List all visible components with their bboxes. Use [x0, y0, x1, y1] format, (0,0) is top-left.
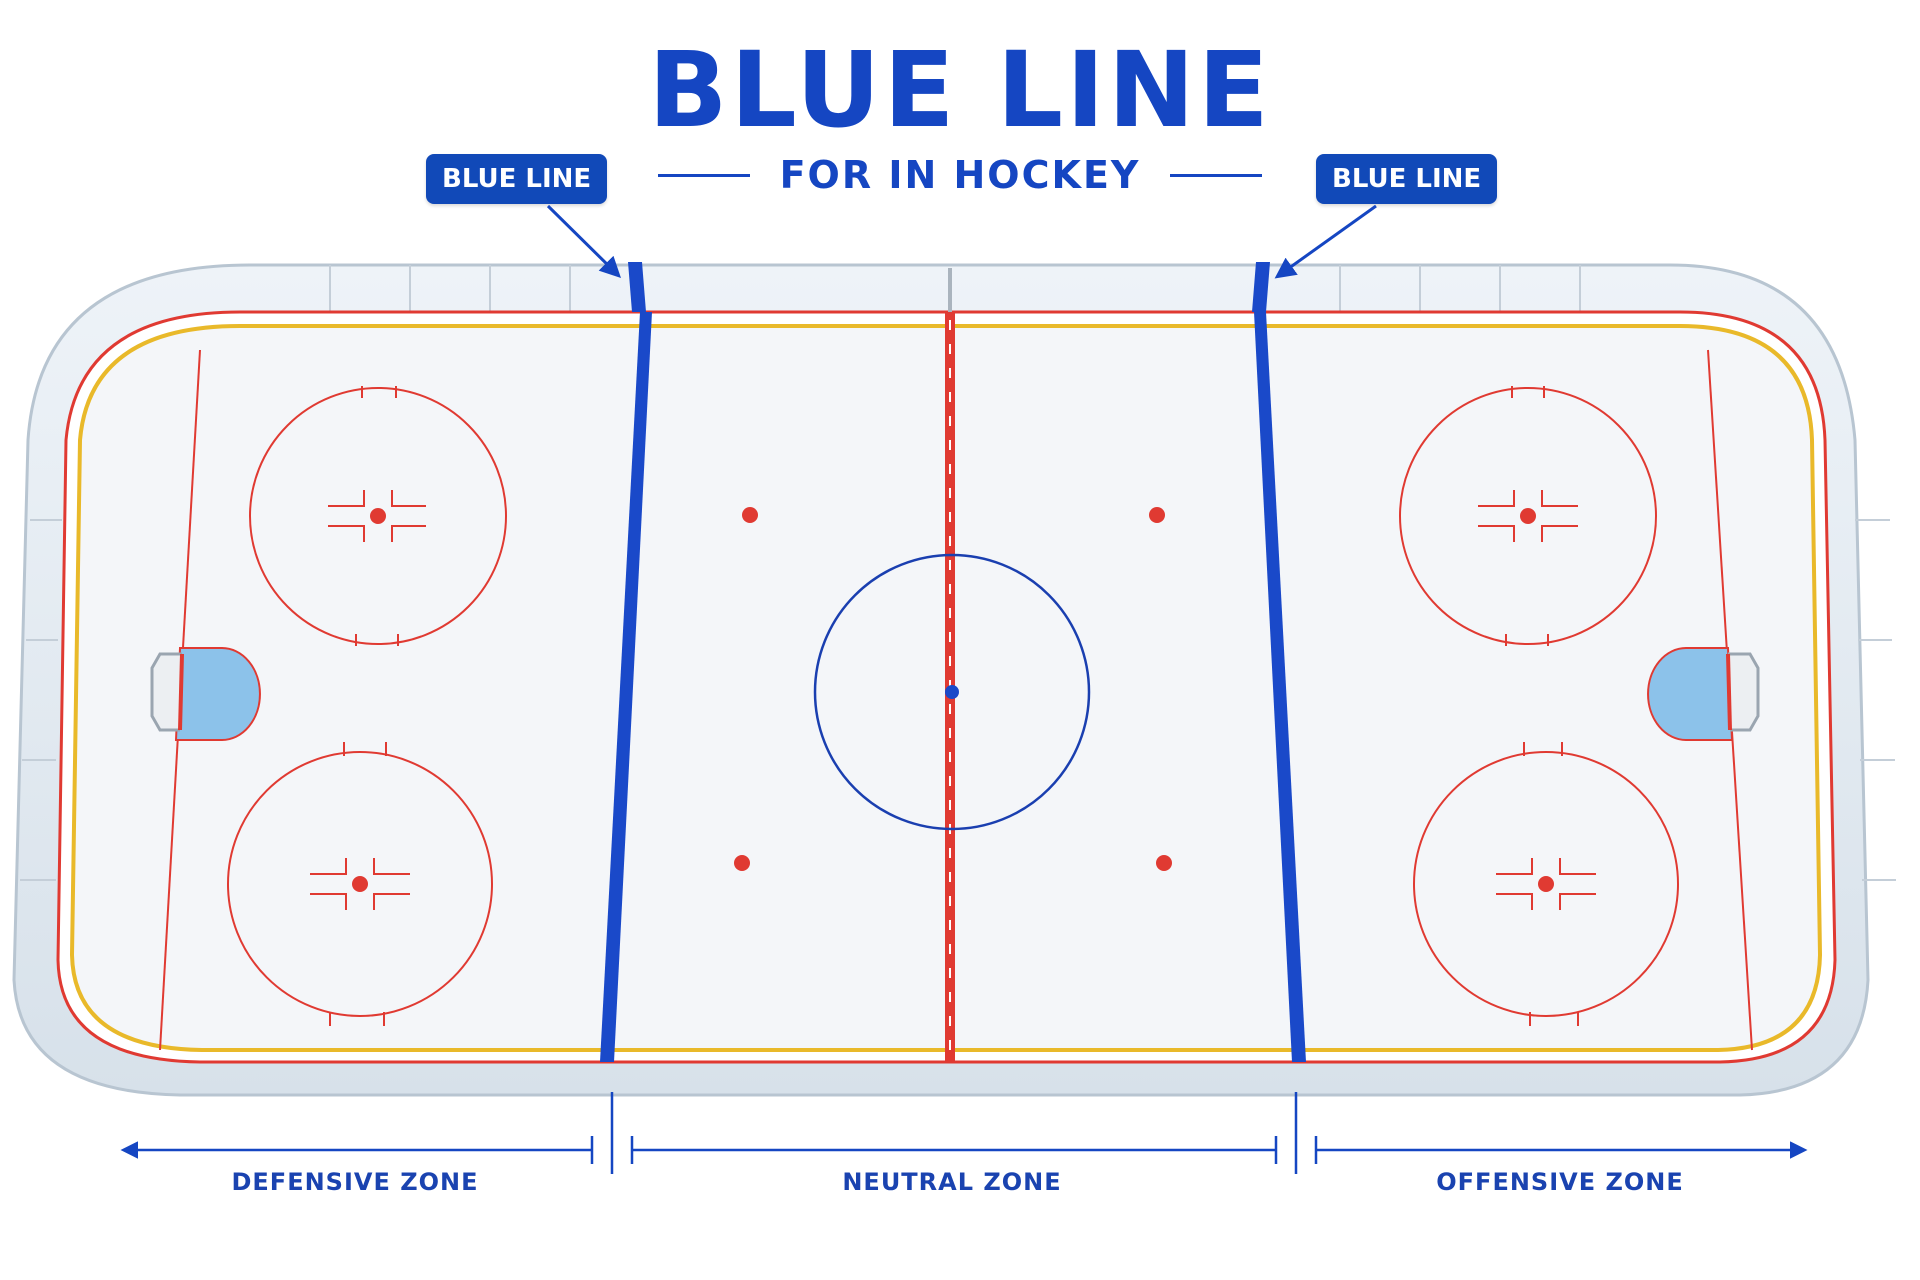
neutral-faceoff-dot: [734, 855, 750, 871]
zone-label-neutral: NEUTRAL ZONE: [842, 1168, 1062, 1196]
neutral-faceoff-dot: [1156, 855, 1172, 871]
subtitle-rule-right: [1170, 173, 1263, 177]
subtitle-rule-left: [657, 173, 750, 177]
blue-line-callout-right: BLUE LINE: [1316, 154, 1498, 204]
faceoff-circle-left-bottom: [227, 742, 493, 1026]
diagram-title: BLUE LINE: [648, 29, 1272, 151]
blue-line-left: [600, 312, 652, 1062]
goal-net-right: [1726, 652, 1760, 732]
faceoff-circle-right-top: [1399, 386, 1657, 646]
zone-label-offensive: OFFENSIVE ZONE: [1436, 1168, 1684, 1196]
center-faceoff-dot: [945, 685, 959, 699]
neutral-faceoff-dot: [742, 507, 758, 523]
blue-line-callout-left: BLUE LINE: [426, 154, 608, 204]
zone-label-defensive: DEFENSIVE ZONE: [231, 1168, 479, 1196]
blue-line-right-top-marker: [1252, 262, 1270, 312]
glass-panel-dividers: [20, 265, 1896, 881]
diagram-subtitle: FOR IN HOCKEY: [779, 153, 1141, 197]
goal-crease-left: [174, 647, 261, 741]
subtitle-row: FOR IN HOCKEY: [0, 148, 1920, 202]
blue-line-right: [1254, 312, 1306, 1062]
faceoff-circle-right-bottom: [1413, 742, 1679, 1026]
center-faceoff-circle: [813, 553, 1091, 831]
callout-arrow-left: [546, 204, 621, 278]
neutral-faceoff-dot: [1149, 507, 1165, 523]
zone-dimension-lines: [120, 1092, 1808, 1174]
goal-crease-right: [1647, 647, 1734, 741]
goal-net-left: [150, 652, 184, 732]
faceoff-circle-left-top: [249, 386, 507, 646]
callout-arrow-right: [1274, 204, 1377, 279]
blue-line-left-top-marker: [628, 262, 646, 312]
